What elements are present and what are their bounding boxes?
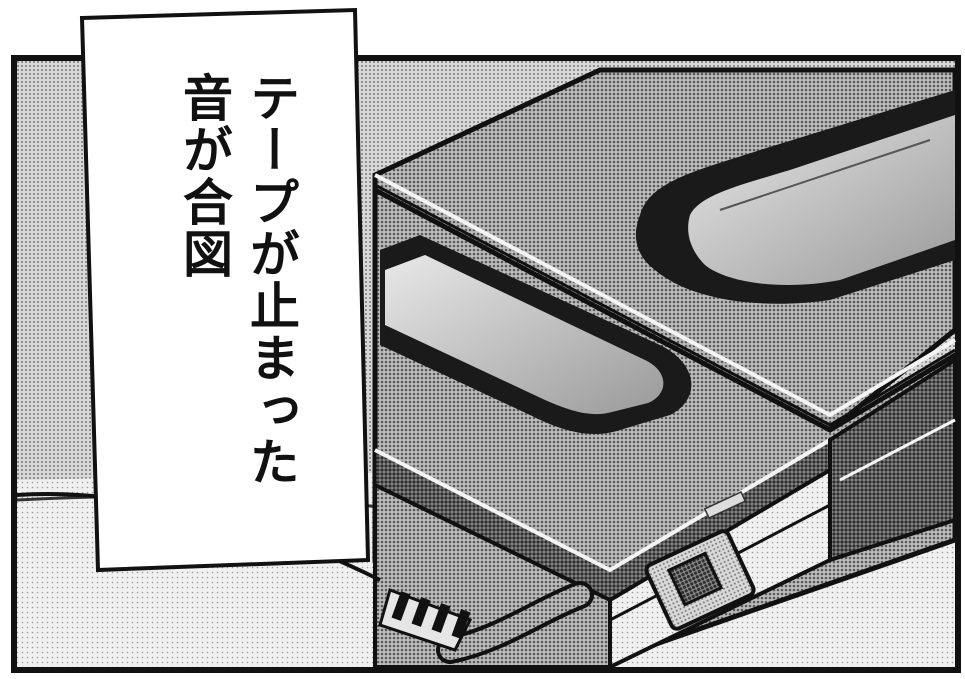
headphone-plug-icon	[16, 492, 594, 664]
caption-line-2: 音が合図	[175, 72, 233, 280]
caption-box	[79, 7, 371, 573]
cassette-player-icon	[372, 67, 958, 671]
caption-line-1: テープが止まった	[242, 72, 300, 488]
